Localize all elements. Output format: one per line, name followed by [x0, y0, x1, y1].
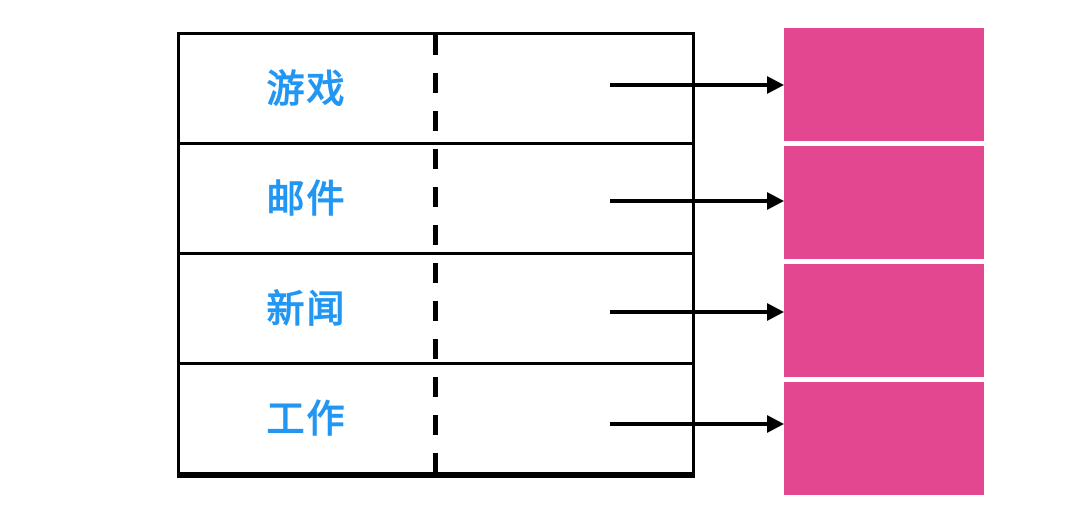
category-label: 新闻	[266, 286, 347, 331]
arrow-shaft	[610, 422, 770, 426]
target-box	[784, 28, 984, 141]
arrow	[610, 192, 784, 210]
category-label: 工作	[266, 396, 347, 441]
arrowhead-icon	[767, 303, 784, 321]
arrow	[610, 76, 784, 94]
target-box	[784, 264, 984, 377]
arrow	[610, 303, 784, 321]
category-table: 游戏 邮件 新闻 工作	[177, 32, 695, 478]
arrow-shaft	[610, 199, 770, 203]
arrowhead-icon	[767, 76, 784, 94]
arrow-shaft	[610, 310, 770, 314]
arrowhead-icon	[767, 192, 784, 210]
category-label: 游戏	[266, 66, 347, 111]
target-box	[784, 146, 984, 259]
target-box	[784, 382, 984, 495]
arrow-shaft	[610, 83, 770, 87]
arrow	[610, 415, 784, 433]
arrowhead-icon	[767, 415, 784, 433]
category-label: 邮件	[266, 176, 347, 221]
dashed-divider-line	[433, 35, 438, 475]
